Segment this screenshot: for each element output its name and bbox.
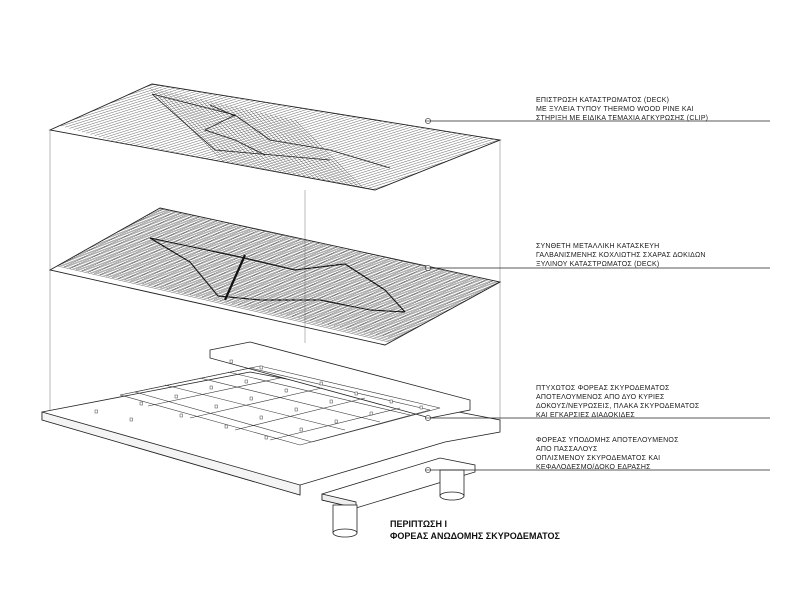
- grid-fold-beams: [149, 237, 406, 313]
- title-line-2: ΦΟΡΕΑΣ ΑΝΩΔΟΜΗΣ ΣΚΥΡΟΔΕΜΑΤΟΣ: [390, 531, 560, 541]
- deck-fold-lines: [151, 93, 391, 169]
- annotation-substructure: ΦΟΡΕΑΣ ΥΠΟΔΟΜΗΣ ΑΠΟΤΕΛΟΥΜΕΝΟΣ ΑΠΟ ΠΑΣΣΑΛ…: [536, 436, 679, 472]
- annotation-line: ΚΑΙ ΕΓΚΑΡΣΙΕΣ ΔΙΑΔΟΚΙΔΕΣ: [536, 412, 635, 419]
- drawing-title: ΠΕΡΙΠΤΩΣΗ Ι ΦΟΡΕΑΣ ΑΝΩΔΟΜΗΣ ΣΚΥΡΟΔΕΜΑΤΟΣ: [390, 518, 560, 542]
- deck-outline: [48, 83, 502, 191]
- substructure-layer: [321, 457, 476, 538]
- annotation-line: ΜΕ ΞΥΛΕΙΑ ΤΥΠΟΥ THERMO WOOD PINE ΚΑΙ: [536, 106, 694, 113]
- annotation-line: ΞΥΛΙΝΟΥ ΚΑΤΑΣΤΡΩΜΑΤΟΣ (DECK): [536, 261, 660, 268]
- title-line-1: ΠΕΡΙΠΤΩΣΗ Ι: [390, 519, 447, 529]
- annotation-line: ΟΠΛΙΣΜΕΝΟΥ ΣΚΥΡΟΔΕΜΑΤΟΣ ΚΑΙ: [536, 455, 661, 462]
- annotation-line: ΚΕΦΑΛΟΔΕΣΜΟ/ΔΟΚΟ ΕΔΡΑΣΗΣ: [536, 464, 651, 471]
- grid-outline: [48, 207, 502, 346]
- annotation-folded-slab: ΠΤΥΧΩΤΟΣ ΦΟΡΕΑΣ ΣΚΥΡΟΔΕΜΑΤΟΣ ΑΠΟΤΕΛΟΥΜΕΝ…: [536, 384, 699, 420]
- annotation-line: ΔΟΚΟΥΣ/ΝΕΥΡΩΣΕΙΣ, ΠΛΑΚΑ ΣΚΥΡΟΔΕΜΑΤΟΣ: [536, 403, 700, 410]
- concrete-slab-layer: [41, 341, 501, 496]
- annotation-line: ΣΥΝΘΕΤΗ ΜΕΤΑΛΛΙΚΗ ΚΑΤΑΣΚΕΥΗ: [536, 243, 660, 250]
- annotation-line: ΓΑΛΒΑΝΙΣΜΕΝΗΣ ΚΟΧΛΙΩΤΗΣ ΣΧΑΡΑΣ ΔΟΚΙΔΩΝ: [536, 252, 706, 259]
- annotation-line: ΑΠΟΤΕΛΟΥΜΕΝΟΣ ΑΠΟ ΔΥΟ ΚΥΡΙΕΣ: [536, 394, 665, 401]
- pile-left: [332, 504, 358, 538]
- deck-layer: [48, 83, 502, 191]
- annotation-deck: ΕΠΙΣΤΡΩΣΗ ΚΑΤΑΣΤΡΩΜΑΤΟΣ (DECK) ΜΕ ΞΥΛΕΙΑ…: [536, 96, 708, 123]
- annotation-steel-grid: ΣΥΝΘΕΤΗ ΜΕΤΑΛΛΙΚΗ ΚΑΤΑΣΚΕΥΗ ΓΑΛΒΑΝΙΣΜΕΝΗ…: [536, 242, 706, 269]
- annotation-line: ΑΠΟ ΠΑΣΣΑΛΟΥΣ: [536, 446, 598, 453]
- leader-target-markers: [425, 118, 431, 473]
- annotation-line: ΦΟΡΕΑΣ ΥΠΟΔΟΜΗΣ ΑΠΟΤΕΛΟΥΜΕΝΟΣ: [536, 437, 679, 444]
- annotation-line: ΣΤΗΡΙΞΗ ΜΕ ΕΙΔΙΚΑ ΤΕΜΑΧΙΑ ΑΓΚΥΡΩΣΗΣ (CLI…: [536, 115, 709, 122]
- slab-panel-grid: [119, 365, 441, 446]
- annotation-line: ΕΠΙΣΤΡΩΣΗ ΚΑΤΑΣΤΡΩΜΑΤΟΣ (DECK): [536, 97, 670, 104]
- annotation-line: ΠΤΥΧΩΤΟΣ ΦΟΡΕΑΣ ΣΚΥΡΟΔΕΜΑΤΟΣ: [536, 385, 670, 392]
- pile-right: [439, 469, 465, 501]
- slab-beam-back: [209, 341, 471, 419]
- steel-grid-layer: [48, 207, 502, 346]
- leader-lines: [428, 120, 770, 471]
